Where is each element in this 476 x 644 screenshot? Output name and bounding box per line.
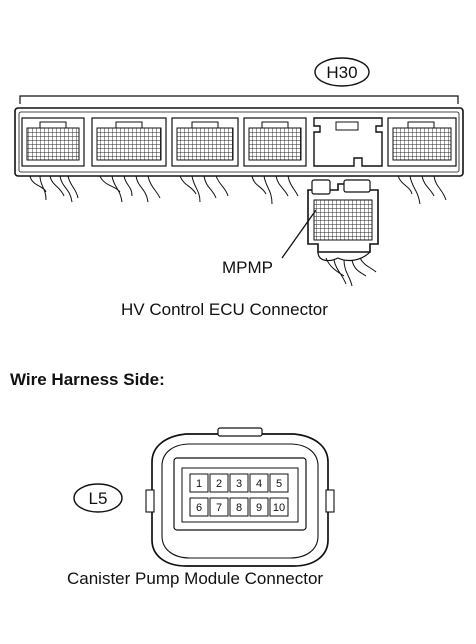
ecu-block-6 <box>387 117 457 167</box>
ecu-block-h30-empty <box>313 117 383 167</box>
pin-label: 1 <box>196 478 202 490</box>
ecu-block-1 <box>21 117 85 167</box>
l5-code-text: L5 <box>89 489 108 508</box>
ecu-block-3 <box>171 117 239 167</box>
ecu-connector-caption: HV Control ECU Connector <box>121 300 328 319</box>
pin-label: 10 <box>273 502 285 514</box>
pin-label: 9 <box>256 502 262 514</box>
pin-label: 8 <box>236 502 242 514</box>
mpmp-terminal-label: MPMP <box>222 258 273 277</box>
pin-row-top: 1 2 3 4 5 <box>189 473 289 493</box>
pin-label: 4 <box>256 478 262 490</box>
ecu-block-4 <box>243 117 307 167</box>
mpmp-plug <box>307 179 379 262</box>
h30-code-text: H30 <box>326 63 357 82</box>
l5-label-bubble: L5 <box>73 483 123 513</box>
ecu-bracket <box>19 95 459 104</box>
ecu-block-2 <box>91 117 167 167</box>
h30-label-bubble: H30 <box>314 57 370 87</box>
pin-label: 2 <box>216 478 222 490</box>
pin-label: 7 <box>216 502 222 514</box>
pin-label: 3 <box>236 478 242 490</box>
mpmp-leader-line <box>281 209 317 259</box>
pin-label: 5 <box>276 478 282 490</box>
wire-harness-side-heading: Wire Harness Side: <box>10 370 165 389</box>
pin-row-bottom: 6 7 8 9 10 <box>189 497 289 517</box>
ecu-wire-bundles <box>29 175 447 205</box>
pin-label: 6 <box>196 502 202 514</box>
pin-grid: 1 2 3 4 5 6 7 8 9 10 <box>189 473 289 517</box>
mpmp-wires <box>325 257 377 287</box>
canister-connector-body <box>145 427 335 567</box>
canister-connector-caption: Canister Pump Module Connector <box>67 569 323 588</box>
